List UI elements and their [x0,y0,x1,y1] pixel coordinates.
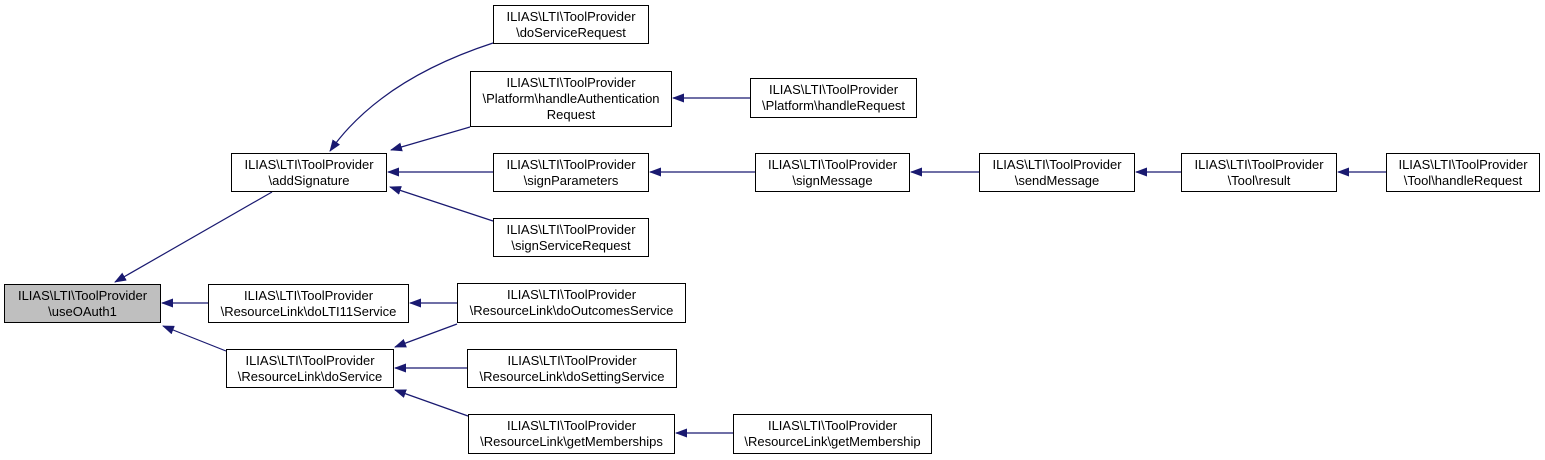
edge-doService-to-useOAuth1 [162,325,227,352]
node-label-line: ILIAS\LTI\ToolProvider [1194,156,1324,172]
node-doOutcomesService[interactable]: ILIAS\LTI\ToolProvider\ResourceLink\doOu… [457,283,686,323]
node-label-line: \signParameters [523,172,619,188]
node-label-line: \useOAuth1 [48,303,117,319]
node-label-line: \ResourceLink\doOutcomesService [469,303,674,318]
node-label-line: ILIAS\LTI\ToolProvider [1398,156,1528,172]
node-getMembership[interactable]: ILIAS\LTI\ToolProvider\ResourceLink\getM… [733,414,932,454]
node-label-line: \Platform\handleAuthentication [482,91,660,107]
node-label-line: ILIAS\LTI\ToolProvider [506,418,637,434]
node-label-line: ILIAS\LTI\ToolProvider [244,156,374,172]
node-label-line: ILIAS\LTI\ToolProvider [243,287,374,303]
node-label-line: \sendMessage [1014,172,1100,188]
node-label-line: \ResourceLink\doSettingService [479,368,665,384]
node-label-line: \signMessage [792,172,873,188]
node-label-line: \Tool\handleRequest [1403,172,1523,188]
node-label-line: ILIAS\LTI\ToolProvider [767,156,898,172]
node-label-line: \doServiceRequest [516,24,626,40]
node-label-line: \signServiceRequest [511,237,631,253]
node-label-line: \ResourceLink\doLTI11Service [220,303,397,319]
node-label-line: \addSignature [268,172,350,188]
node-doService[interactable]: ILIAS\LTI\ToolProvider\ResourceLink\doSe… [226,349,394,388]
node-doServiceRequest[interactable]: ILIAS\LTI\ToolProvider\doServiceRequest [493,5,649,44]
node-addSignature[interactable]: ILIAS\LTI\ToolProvider\addSignature [231,153,387,192]
node-signParameters[interactable]: ILIAS\LTI\ToolProvider\signParameters [493,153,649,192]
node-doSettingService[interactable]: ILIAS\LTI\ToolProvider\ResourceLink\doSe… [467,349,677,388]
node-label-line: ILIAS\LTI\ToolProvider [17,287,148,303]
node-label-line: ILIAS\LTI\ToolProvider [506,8,636,24]
node-label-line: ILIAS\LTI\ToolProvider [245,352,375,368]
node-label-line: ILIAS\LTI\ToolProvider [767,418,898,434]
node-label-line: \ResourceLink\doService [237,368,383,384]
node-label-line: ILIAS\LTI\ToolProvider [768,82,899,98]
edge-doOutcomesService-to-doService [394,323,458,348]
node-platformHandleRequest[interactable]: ILIAS\LTI\ToolProvider\Platform\handleRe… [750,78,917,118]
node-getMemberships[interactable]: ILIAS\LTI\ToolProvider\ResourceLink\getM… [468,414,675,454]
edge-signServiceRequest-to-addSignature [389,186,494,222]
node-label-line: ILIAS\LTI\ToolProvider [506,221,636,237]
node-signMessage[interactable]: ILIAS\LTI\ToolProvider\signMessage [755,153,910,192]
node-sendMessage[interactable]: ILIAS\LTI\ToolProvider\sendMessage [979,153,1135,192]
edge-addSignature-to-useOAuth1 [114,191,273,283]
node-label-line: \Tool\result [1227,172,1291,188]
node-label-line: \ResourceLink\getMemberships [480,434,663,449]
node-label-line: \ResourceLink\getMembership [744,434,921,449]
edge-getMemberships-to-doService [394,389,469,417]
edge-doServiceRequest-to-addSignature [329,42,494,152]
node-label-line: \Platform\handleRequest [761,98,906,113]
edge-platformHandleAuthenticationRequest-to-addSignature [390,126,471,152]
node-useOAuth1: ILIAS\LTI\ToolProvider\useOAuth1 [4,284,161,323]
node-platformHandleAuthenticationRequest[interactable]: ILIAS\LTI\ToolProvider\Platform\handleAu… [470,71,672,127]
node-label-line: ILIAS\LTI\ToolProvider [507,352,637,368]
node-label-line: ILIAS\LTI\ToolProvider [506,156,636,172]
node-signServiceRequest[interactable]: ILIAS\LTI\ToolProvider\signServiceReques… [493,218,649,257]
node-toolResult[interactable]: ILIAS\LTI\ToolProvider\Tool\result [1181,153,1337,192]
node-label-line: ILIAS\LTI\ToolProvider [506,287,637,303]
node-doLTI11Service[interactable]: ILIAS\LTI\ToolProvider\ResourceLink\doLT… [208,284,409,323]
node-label-line: ILIAS\LTI\ToolProvider [992,156,1122,172]
node-label-line: ILIAS\LTI\ToolProvider [506,75,636,91]
node-toolHandleRequest[interactable]: ILIAS\LTI\ToolProvider\Tool\handleReques… [1386,153,1540,192]
node-label-line: Request [546,106,596,122]
